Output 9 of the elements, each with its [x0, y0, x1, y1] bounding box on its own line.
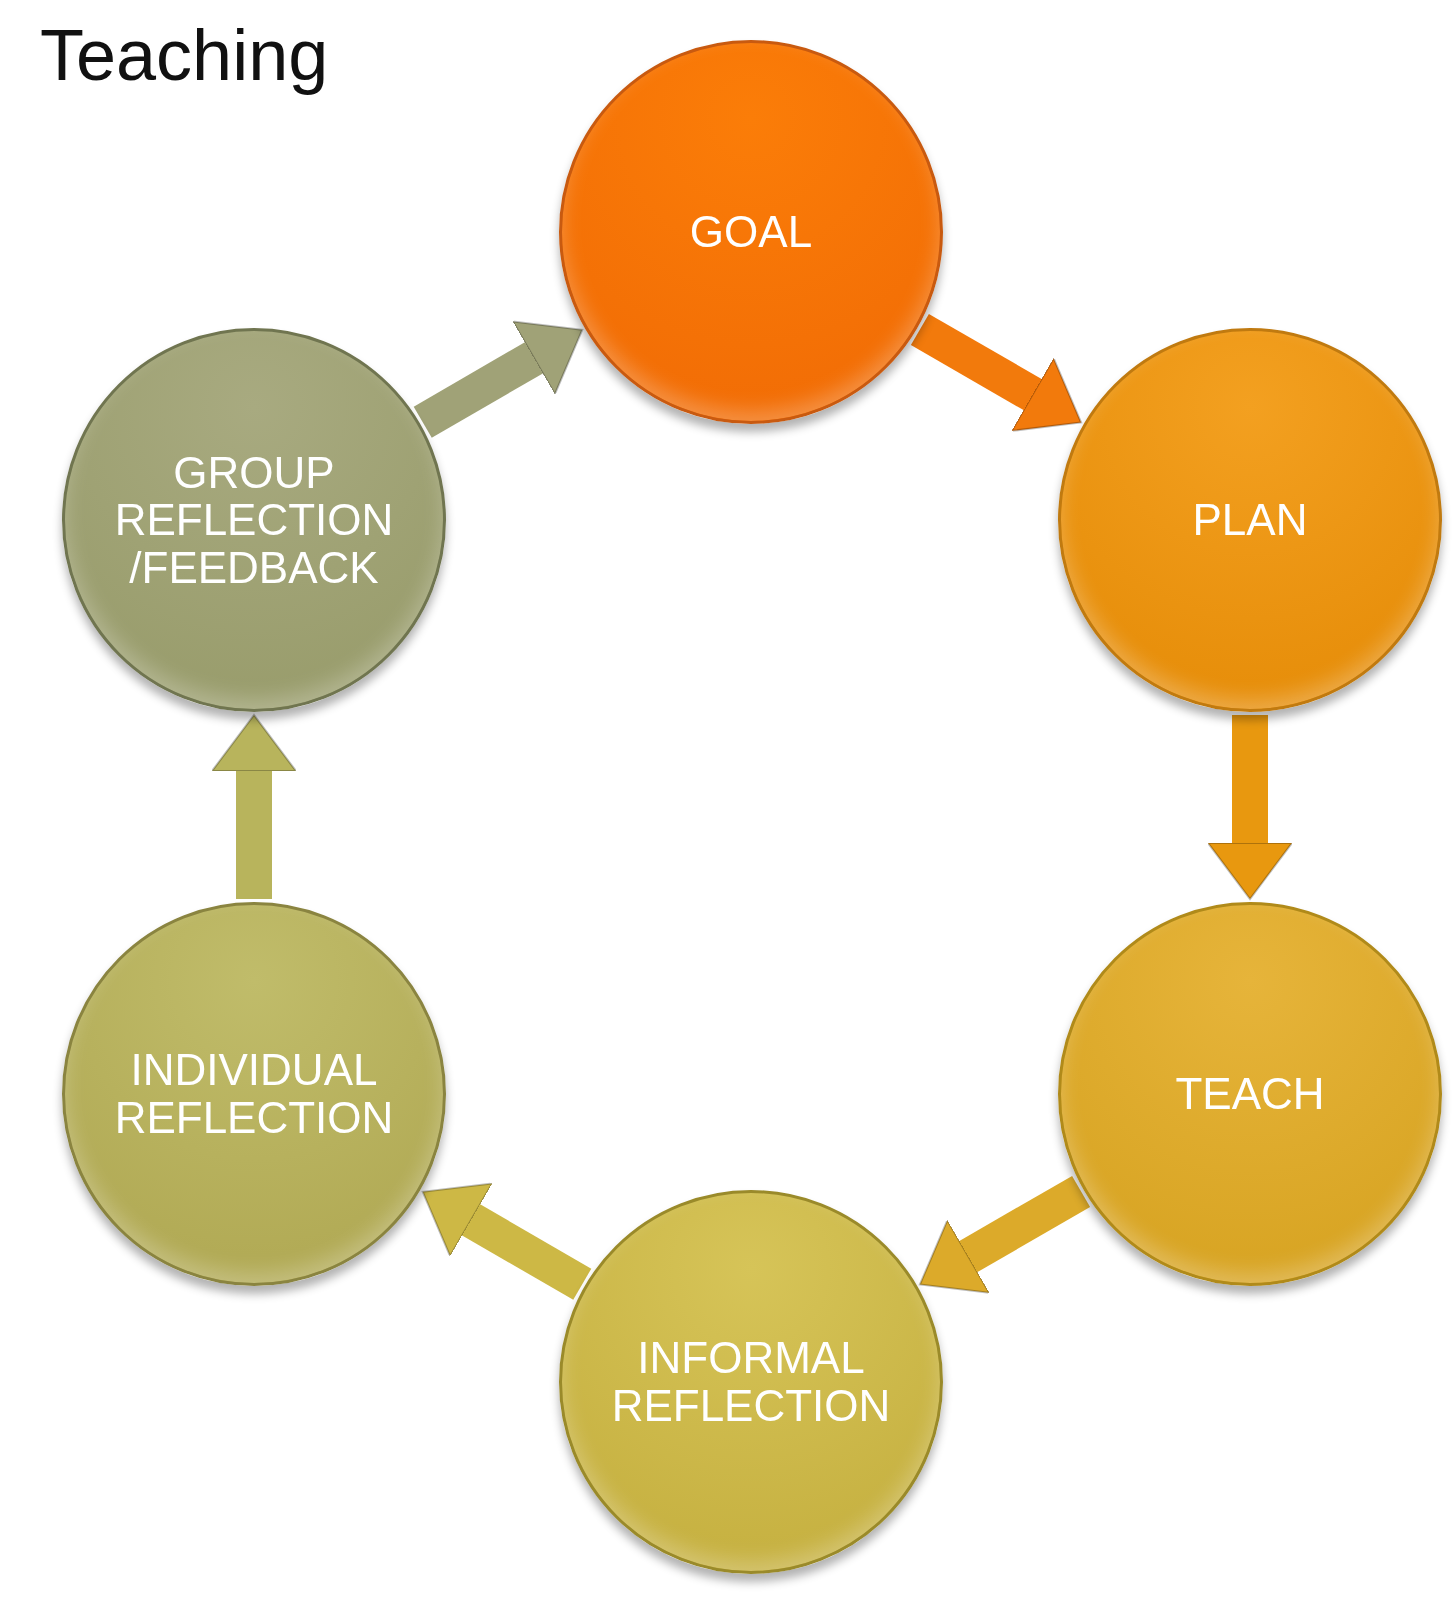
block-arrow: [1207, 715, 1293, 900]
step-label: INDIVIDUAL REFLECTION: [113, 1046, 395, 1142]
step-label: INFORMAL REFLECTION: [610, 1334, 892, 1430]
block-arrow: [211, 714, 297, 899]
step-label: TEACH: [1174, 1070, 1326, 1118]
step-label: GOAL: [688, 208, 814, 256]
step-label: GROUP REFLECTION /FEEDBACK: [113, 448, 395, 592]
step-label: PLAN: [1191, 496, 1309, 544]
title: Teaching: [40, 14, 329, 96]
